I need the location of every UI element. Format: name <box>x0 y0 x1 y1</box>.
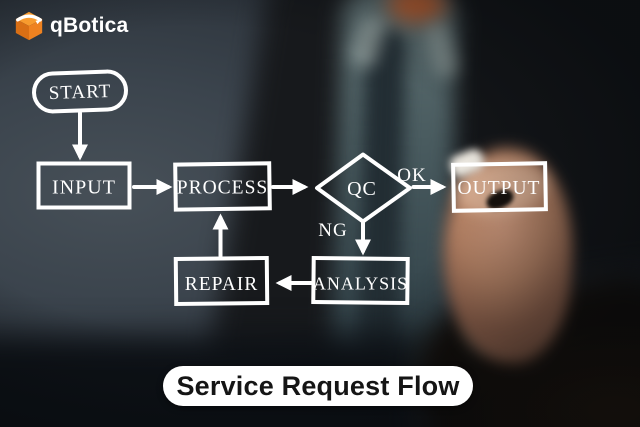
label-qc: QC <box>347 178 377 200</box>
label-analysis: ANALYSIS <box>313 274 408 294</box>
label-start: START <box>48 81 111 104</box>
label-process: PROCESS <box>177 178 269 199</box>
brand-name: qBotica <box>50 14 129 37</box>
label-ok: OK <box>397 165 426 186</box>
cube-icon <box>15 11 43 41</box>
label-output: OUTPUT <box>458 178 541 199</box>
label-input: INPUT <box>52 177 116 199</box>
caption-text: Service Request Flow <box>176 370 460 401</box>
brand-logo: qBotica <box>13 10 128 42</box>
caption-pill: Service Request Flow <box>163 366 473 406</box>
label-repair: REPAIR <box>185 274 259 295</box>
label-ng: NG <box>318 220 347 241</box>
